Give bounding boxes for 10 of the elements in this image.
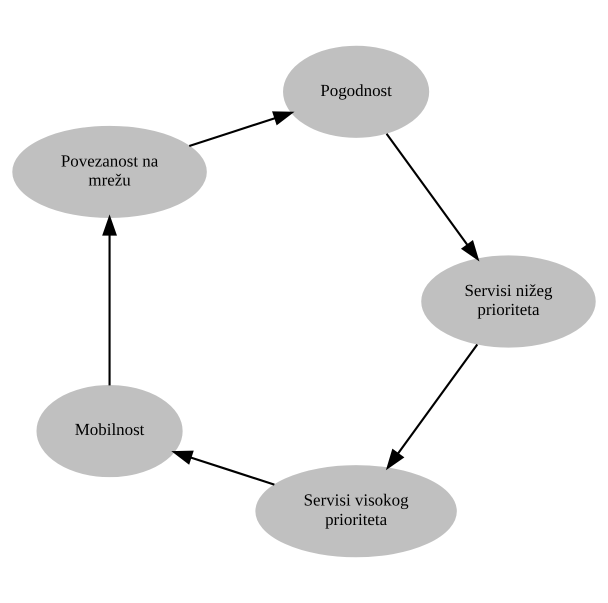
arrow	[102, 214, 117, 386]
arrow	[171, 450, 275, 486]
node-ellipse: Servisi nižeg prioriteta	[421, 255, 596, 348]
node-ellipse: Servisi visokog prioriteta	[255, 465, 457, 558]
arrow	[386, 344, 478, 470]
node-ellipse: Povezanost na mrežu	[12, 126, 207, 218]
arrow	[188, 111, 295, 147]
node-ellipse: Pogodnost	[283, 46, 430, 138]
arrow	[386, 133, 480, 262]
node-ellipse: Mobilnost	[36, 385, 183, 478]
